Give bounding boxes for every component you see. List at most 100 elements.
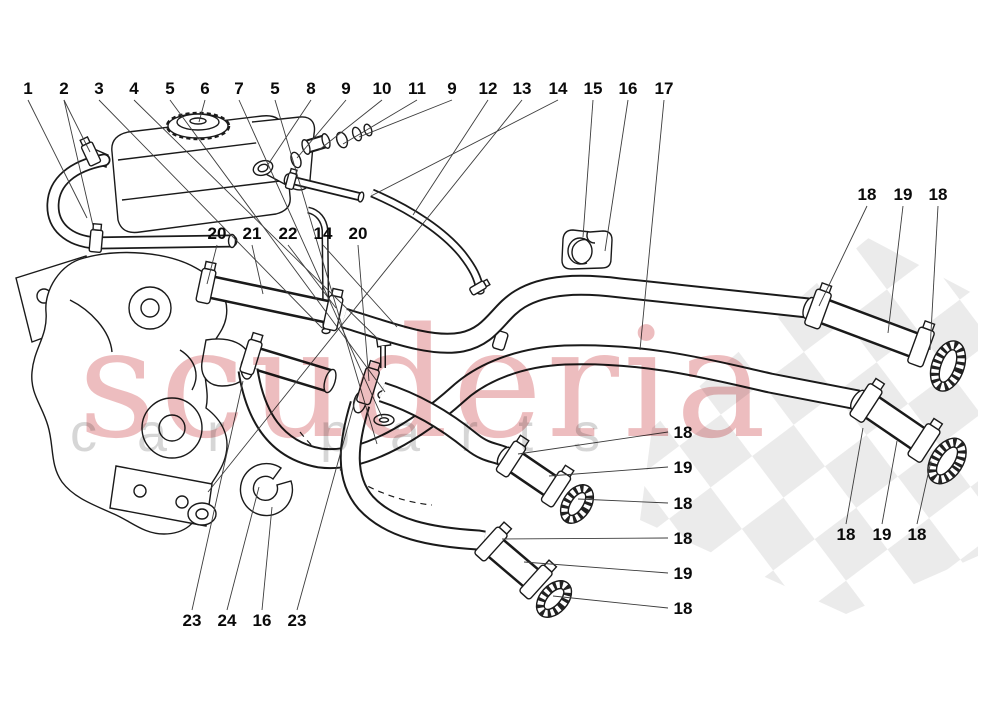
callout-leader-line — [63, 99, 95, 231]
callout-leader-line — [357, 244, 370, 382]
callout-label: 9 — [447, 79, 456, 98]
callout-leader-line — [322, 244, 398, 328]
callout-leader-line — [27, 99, 88, 219]
callout-leader-line — [887, 205, 904, 334]
callout-leader-line — [206, 244, 218, 285]
callout-leader-line — [198, 99, 206, 123]
callout-label: 14 — [314, 224, 333, 243]
callout-leader-line — [582, 99, 594, 238]
callout-leader-line — [929, 205, 939, 351]
callout-label: 18 — [908, 525, 927, 544]
callout-label: 16 — [619, 79, 638, 98]
filler-cap — [165, 111, 231, 141]
callout-label: 13 — [513, 79, 532, 98]
nut-11 — [335, 131, 349, 149]
hose-1 — [46, 153, 238, 250]
callout-leader-line — [916, 460, 932, 525]
callout-label: 8 — [306, 79, 315, 98]
callout-leader-line — [287, 244, 337, 309]
callout-label: 18 — [674, 529, 693, 548]
callout-leader-line — [274, 99, 378, 445]
sleeve-19-top-right — [813, 296, 927, 361]
callout-label: 21 — [243, 224, 262, 243]
callout-label: 22 — [279, 224, 298, 243]
callout-leader-line — [251, 244, 264, 295]
callout-label: 17 — [655, 79, 674, 98]
callout-leader-line — [604, 99, 629, 252]
callout-leader-line — [296, 396, 357, 611]
callout-label: 1 — [23, 79, 32, 98]
callout-label: 4 — [129, 79, 139, 98]
callout-label: 18 — [674, 423, 693, 442]
callout-leader-line — [639, 99, 665, 351]
washer-9b — [351, 126, 363, 142]
callout-label: 5 — [270, 79, 279, 98]
callout-leader-line — [523, 561, 669, 574]
retainer-clip-24 — [239, 462, 294, 517]
callout-label: 11 — [408, 79, 426, 98]
sleeve-19-mid-right — [858, 391, 934, 456]
engine-manifold — [15, 251, 251, 535]
rubber-mount-15 — [561, 229, 613, 270]
callout-leader-line — [501, 537, 669, 540]
callout-leader-line — [552, 595, 669, 609]
callout-leader-line — [577, 498, 669, 504]
callout-label: 18 — [837, 525, 856, 544]
callout-label: 18 — [929, 185, 948, 204]
watermark-sub-text: car parts — [70, 403, 640, 463]
callout-label: 24 — [218, 611, 237, 630]
callout-label: 19 — [894, 185, 913, 204]
pipe-stub — [491, 330, 509, 351]
callout-leader-line — [318, 99, 383, 151]
callout-label: 18 — [674, 494, 693, 513]
callout-leader-line — [133, 99, 380, 341]
callout-leader-line — [517, 431, 669, 455]
callout-label: 14 — [549, 79, 568, 98]
callout-label: 9 — [341, 79, 350, 98]
ribbed-ring-1 — [929, 340, 967, 392]
callout-label: 19 — [674, 564, 693, 583]
callout-leader-line — [370, 99, 559, 197]
callout-label: 18 — [674, 599, 693, 618]
callout-label: 23 — [288, 611, 307, 630]
ribbed-ring-4 — [535, 580, 573, 618]
callout-label: 12 — [479, 79, 498, 98]
callout-leader-line — [207, 99, 523, 493]
callout-leader-line — [358, 99, 453, 138]
callout-label: 23 — [183, 611, 202, 630]
vent-pipe-3 — [307, 206, 331, 335]
callout-label: 20 — [208, 224, 227, 243]
ribbed-ring-3 — [559, 484, 595, 524]
callout-label: 19 — [873, 525, 892, 544]
callout-label: 2 — [59, 79, 68, 98]
callout-leader-line — [342, 99, 418, 145]
callout-label: 20 — [349, 224, 368, 243]
callout-label: 3 — [94, 79, 103, 98]
callout-label: 6 — [200, 79, 209, 98]
callout-label: 7 — [234, 79, 243, 98]
callout-leader-line — [191, 380, 244, 611]
callout-leader-line — [261, 506, 273, 611]
callout-leader-line — [881, 440, 898, 525]
callout-leader-line — [63, 99, 91, 153]
callout-leader-line — [296, 99, 347, 159]
small-hose-12 — [370, 188, 485, 295]
callout-label: 5 — [165, 79, 174, 98]
callout-label: 15 — [584, 79, 603, 98]
watermark-brand-text: scuderia — [78, 295, 770, 472]
hose-clamps — [79, 135, 944, 600]
callout-leader-line — [845, 427, 864, 525]
callout-leader-line — [226, 486, 260, 611]
callout-leader-line — [412, 99, 489, 216]
callout-label: 10 — [373, 79, 392, 98]
callout-label: 18 — [858, 185, 877, 204]
callout-leader-line — [548, 466, 669, 477]
hidden-line — [299, 431, 433, 506]
callout-label: 16 — [253, 611, 272, 630]
callout-label: 19 — [674, 458, 693, 477]
callout-leader-line — [266, 99, 312, 167]
callout-leader-line — [98, 99, 323, 329]
ribbed-ring-2 — [927, 437, 967, 485]
